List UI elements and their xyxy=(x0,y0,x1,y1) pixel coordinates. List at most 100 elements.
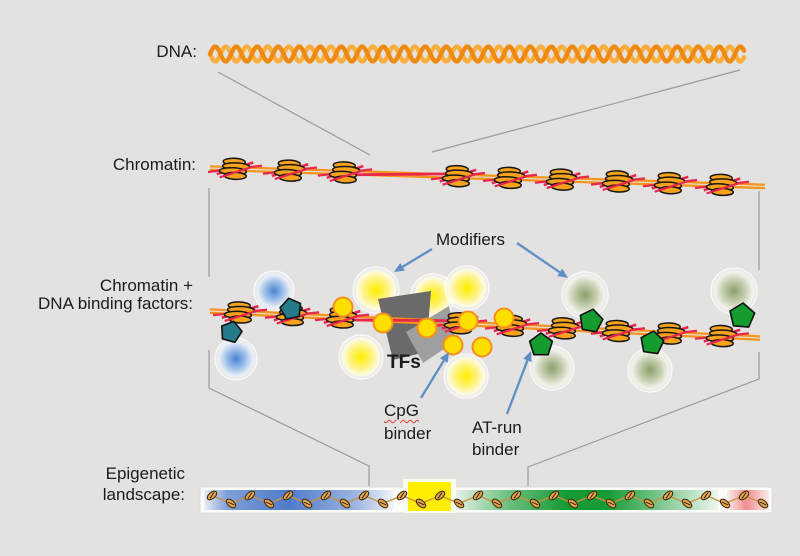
teal-pentagon-binder xyxy=(221,320,243,344)
dna-label-text: DNA: xyxy=(156,42,197,61)
cpg-binder-circle xyxy=(493,307,515,329)
nucleosome xyxy=(703,173,741,197)
tfs-label-text: TFs xyxy=(387,352,421,373)
landscape-nucleosome xyxy=(244,490,256,501)
cpg-binder-circle xyxy=(457,310,479,332)
nucleosome xyxy=(221,301,259,324)
landscape-nucleosome xyxy=(282,490,294,501)
green-modifier-glow-circle xyxy=(561,271,609,319)
nucleosome xyxy=(543,168,581,191)
epigenetic-label-line2: landscape: xyxy=(102,485,185,504)
annotation-arrow-line xyxy=(505,359,529,415)
landscape-nucleosome xyxy=(681,498,693,509)
atrun-pentagon-binder xyxy=(579,308,604,333)
landscape-nucleosome xyxy=(453,498,465,509)
yellow-modifier-glow-circle xyxy=(443,353,489,399)
atrun-pentagon-binder xyxy=(640,330,665,355)
teal-pentagon-binder xyxy=(279,297,302,320)
nucleosome xyxy=(651,171,689,195)
landscape-nucleosome xyxy=(510,490,522,501)
blue-modifier-glow-circle xyxy=(214,337,258,381)
landscape-nucleosome xyxy=(586,490,598,501)
green-modifier-glow-circle xyxy=(529,345,575,391)
atrun-pentagon-binder xyxy=(528,332,554,356)
yellow-modifier-glow xyxy=(338,265,490,399)
green-modifier-glow-circle xyxy=(710,267,758,315)
cpg-binder-circle xyxy=(416,317,438,339)
dna-label: DNA: xyxy=(156,42,197,62)
epigenetic-landscape-bar xyxy=(199,479,773,514)
nucleosome xyxy=(491,166,529,190)
funnel-lines xyxy=(208,69,760,486)
green-modifier-glow-circle xyxy=(627,347,673,393)
cpg-binder-molecules xyxy=(332,296,515,358)
landscape-nucleosome xyxy=(301,498,313,509)
landscape-nucleosome xyxy=(225,498,237,509)
funnel-line xyxy=(527,352,760,486)
epigenetic-label-line1: Epigenetic xyxy=(105,464,185,483)
annotation-arrow-head xyxy=(523,351,532,362)
annotation-arrow-line xyxy=(401,248,433,268)
landscape-nucleosome xyxy=(643,498,655,509)
cpg-binder-circle xyxy=(471,336,493,358)
cpg-label-line1: CpG xyxy=(384,401,419,420)
annotation-arrow-head xyxy=(394,262,405,272)
funnel-line xyxy=(431,69,741,153)
landscape-nucleosome xyxy=(320,490,332,501)
landscape-nucleosome xyxy=(605,498,617,509)
cpg-binder-circle xyxy=(332,296,354,318)
landscape-nucleosome xyxy=(396,490,408,501)
cpg-binder-circle xyxy=(442,334,464,356)
annotation-arrow-line xyxy=(516,242,561,274)
landscape-nucleosome xyxy=(434,490,446,501)
landscape-nucleosome xyxy=(377,498,389,509)
modifiers-label: Modifiers xyxy=(436,230,505,250)
blue-modifier-glow xyxy=(214,270,295,381)
atrun-binder-label: AT-run binder xyxy=(472,417,522,461)
chromatin-label: Chromatin: xyxy=(113,155,196,175)
blue-modifier-glow-circle xyxy=(253,270,295,312)
green-modifier-glow xyxy=(529,267,758,393)
landscape-nucleosome xyxy=(738,490,750,501)
landscape-nucleosome xyxy=(491,498,503,509)
nucleosome xyxy=(545,317,583,340)
landscape-nucleosome xyxy=(757,498,769,509)
nucleosome xyxy=(326,161,364,184)
atrun-label-line2: binder xyxy=(472,440,520,459)
landscape-nucleosome xyxy=(472,490,484,501)
annotation-arrow-head xyxy=(557,268,568,278)
dna-helix xyxy=(207,44,747,64)
landscape-yellow-region xyxy=(408,482,451,511)
nucleosome xyxy=(216,157,254,181)
landscape-nucleosome xyxy=(548,490,560,501)
factors-label-line1: Chromatin + xyxy=(99,276,193,295)
yellow-modifier-glow-circle xyxy=(444,265,490,311)
landscape-nucleosome xyxy=(415,498,427,509)
yellow-modifier-glow-circle xyxy=(338,334,384,380)
chromatin-fiber xyxy=(207,157,766,197)
landscape-nucleosome xyxy=(662,490,674,501)
funnel-line xyxy=(208,350,370,486)
annotation-arrow-head xyxy=(439,352,449,363)
landscape-nucleosome xyxy=(529,498,541,509)
landscape-nucleosome xyxy=(567,498,579,509)
cpg-binder-label: CpG binder xyxy=(384,399,431,445)
annotation-arrow-line xyxy=(420,359,445,399)
atrun-pentagon-binder xyxy=(729,302,756,328)
landscape-nucleosome xyxy=(719,498,731,509)
cpg-binder-circle xyxy=(372,312,394,334)
atrun-binders xyxy=(528,302,756,356)
nucleosome xyxy=(599,319,637,343)
epigenetic-landscape-label: Epigenetic landscape: xyxy=(103,463,185,505)
landscape-nucleosome xyxy=(358,490,370,501)
chromatin-binding-factors-label: Chromatin + DNA binding factors: xyxy=(38,277,193,313)
factors-label-line2: DNA binding factors: xyxy=(38,294,193,313)
landscape-nucleosome xyxy=(624,490,636,501)
nucleosome xyxy=(439,164,477,188)
chromatin-label-text: Chromatin: xyxy=(112,155,196,174)
cpg-label-line2: binder xyxy=(384,424,432,443)
atrun-label-line1: AT-run xyxy=(472,418,522,437)
landscape-pink-region xyxy=(727,490,769,510)
